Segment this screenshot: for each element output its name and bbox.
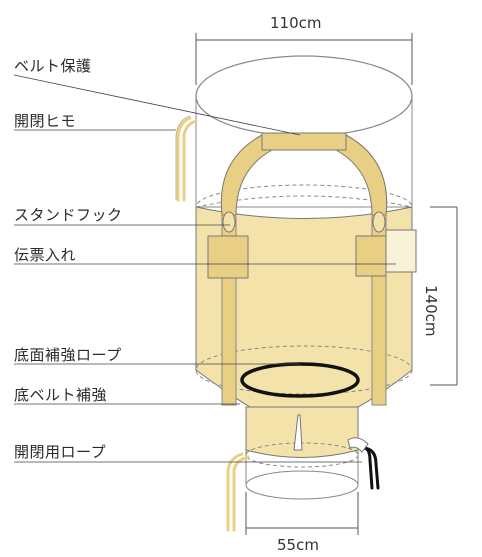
slip-pocket-label: 伝票入れ (14, 246, 77, 264)
bottom-opening-string (226, 452, 250, 532)
spout-bottom-ellipse (245, 470, 359, 500)
top-width-label: 110cm (270, 14, 322, 32)
height-label: 140cm (422, 285, 440, 337)
height-dimension-line (430, 206, 458, 386)
bottom-dimension-line (245, 492, 359, 535)
belt-protection-label: ベルト保護 (14, 57, 92, 75)
stand-hooks (222, 211, 386, 233)
top-opening-string-outline (175, 115, 191, 200)
slip-pockets (207, 229, 417, 279)
leader-lines (13, 74, 396, 463)
top-opening-ellipse (195, 55, 413, 137)
spout-opening-rope (354, 444, 380, 490)
bottom-reinforcement-rope-label: 底面補強ロープ (14, 346, 122, 364)
opening-string-label: 開閉ヒモ (14, 112, 77, 130)
top-opening-string (176, 116, 198, 202)
bottom-spout (245, 406, 359, 500)
top-dimension-line (195, 33, 413, 85)
bottom-width-label: 55cm (277, 536, 319, 554)
bottom-belt-reinforcement-label: 底ベルト補強 (14, 386, 108, 404)
belt-protection-sleeve (261, 132, 347, 151)
stand-hook-label: スタンドフック (14, 206, 123, 224)
opening-rope-label: 開閉用ロープ (14, 443, 107, 461)
